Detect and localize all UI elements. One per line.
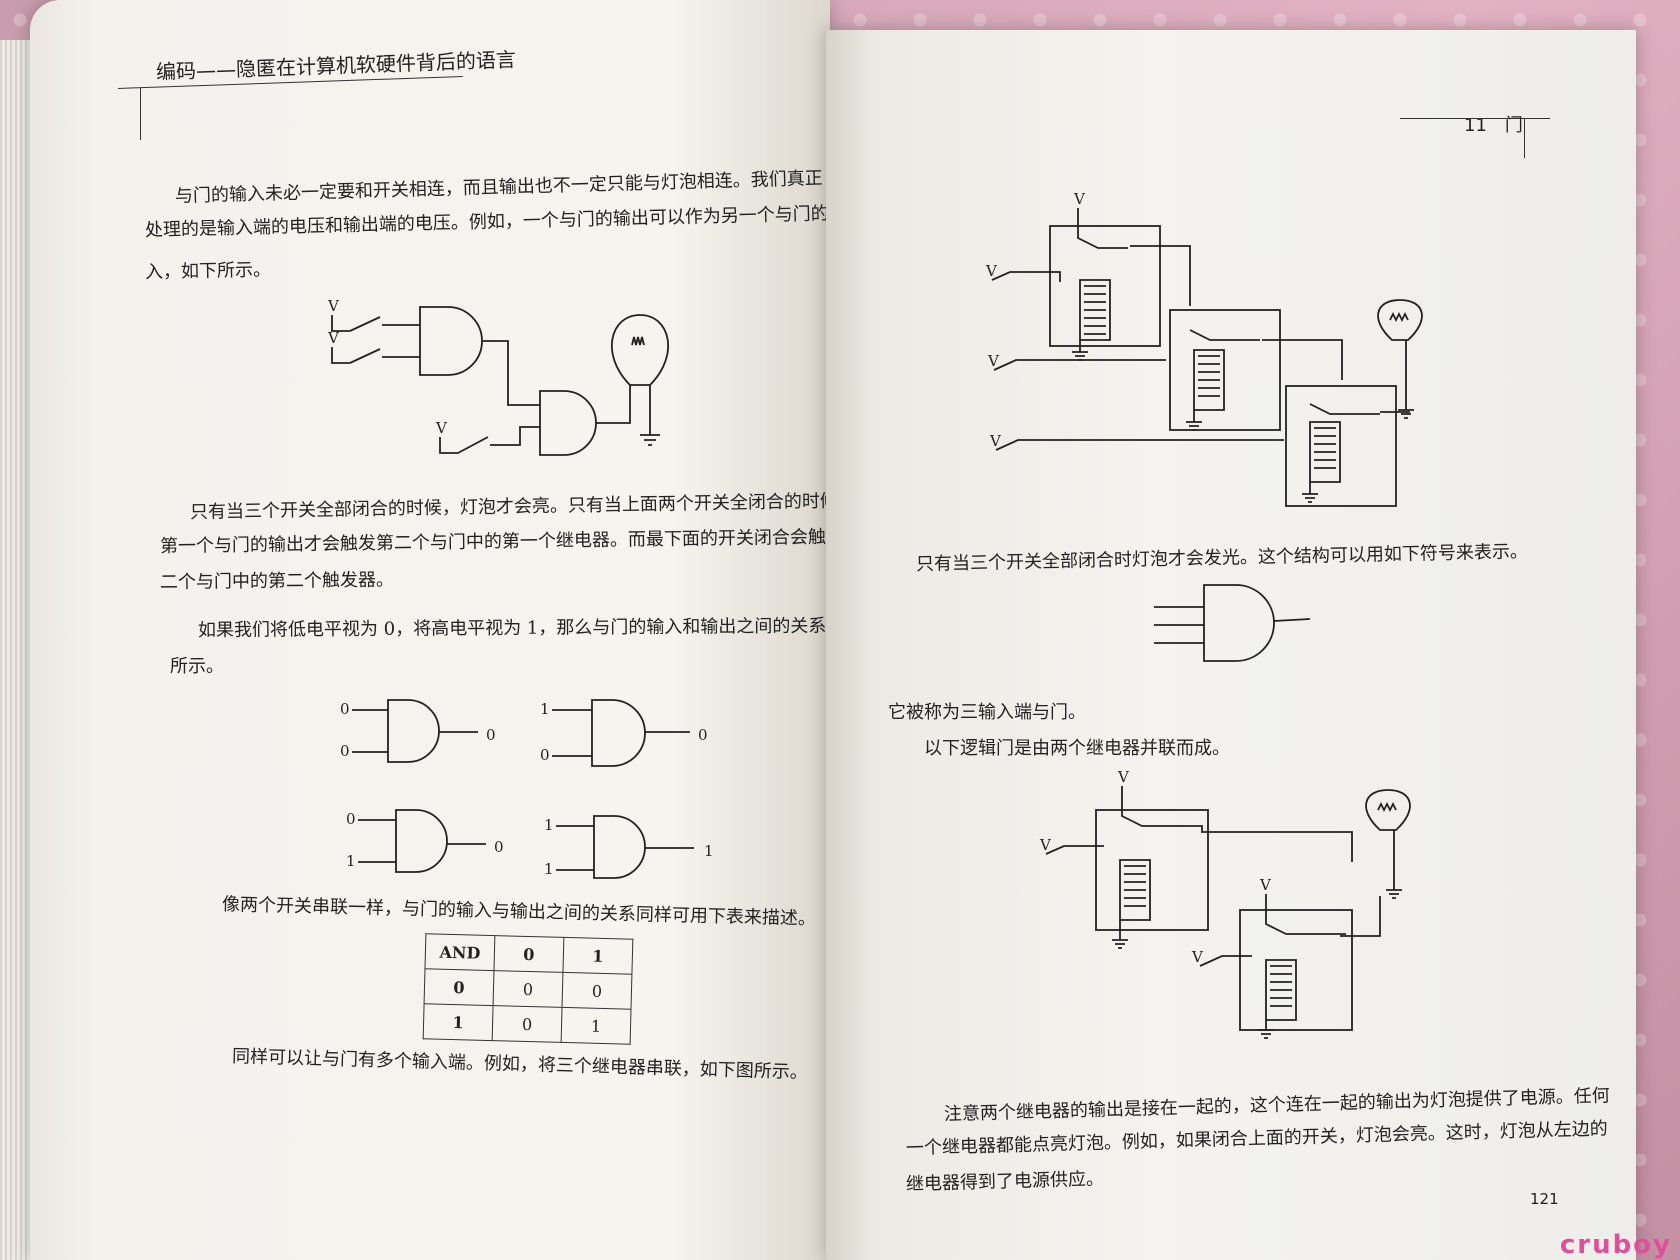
table-cell: 0 bbox=[492, 1005, 563, 1043]
and-gate-chain-diagram: V V V bbox=[327, 297, 669, 456]
relay-box-2 bbox=[1239, 909, 1353, 1031]
table-row: 1 0 1 bbox=[423, 1003, 632, 1045]
relay-box-2 bbox=[1169, 309, 1281, 431]
text-line: 入，如下所示。 bbox=[144, 259, 272, 283]
table-row: 0 0 0 bbox=[424, 968, 632, 1010]
and-gate-examples: 0 0 0 1 0 0 0 1 0 1 1 1 bbox=[340, 699, 714, 879]
and-gate-example-1: 0 0 0 bbox=[340, 699, 496, 763]
left-page bbox=[30, 0, 830, 1260]
three-input-and-gate-symbol bbox=[1154, 584, 1311, 662]
relay-box-3 bbox=[1285, 385, 1397, 507]
table-cell: 0 bbox=[493, 970, 563, 1008]
gate-input-1: 0 bbox=[340, 700, 350, 718]
left-para-2-line-3: 二个与门中的第二个触发器。 bbox=[159, 569, 395, 593]
gate-wire bbox=[482, 340, 540, 406]
right-para-2: 它被称为三输入端与门。 bbox=[888, 702, 1086, 723]
light-bulb-icon bbox=[1377, 299, 1423, 341]
ground-icon bbox=[1258, 1020, 1274, 1039]
voltage-label: V bbox=[1259, 876, 1272, 894]
relay-coil-2 bbox=[1265, 959, 1297, 1021]
voltage-label: V bbox=[327, 297, 340, 315]
table-cell: 1 bbox=[561, 1007, 632, 1045]
two-relay-parallel-diagram: V V V V bbox=[1039, 768, 1411, 1039]
switch-wire bbox=[439, 426, 540, 454]
voltage-label: V bbox=[327, 329, 340, 347]
table-row: AND 0 1 bbox=[424, 933, 633, 975]
ground-icon bbox=[1072, 340, 1088, 361]
table-corner: AND bbox=[424, 933, 495, 971]
and-gate-example-4: 1 1 1 bbox=[544, 815, 714, 879]
and-gate-1 bbox=[419, 306, 483, 376]
chapter-header: 11 门 bbox=[1464, 115, 1523, 136]
relay-coil-1 bbox=[1119, 859, 1151, 921]
gate-input-2: 0 bbox=[540, 746, 550, 764]
voltage-label: V bbox=[1039, 836, 1052, 854]
light-bulb-icon bbox=[611, 314, 669, 386]
ground-icon bbox=[1186, 410, 1202, 431]
left-para-1-line-3: 入，如下所示。 bbox=[145, 253, 272, 290]
table-col-header: 1 bbox=[562, 937, 633, 975]
gate-input-1: 1 bbox=[544, 816, 554, 834]
ground-icon bbox=[1112, 920, 1128, 949]
ground-icon bbox=[1398, 340, 1414, 419]
relay-box-1 bbox=[1049, 225, 1161, 347]
gate-input-2: 0 bbox=[340, 742, 350, 760]
right-para-3: 以下逻辑门是由两个继电器并联而成。 bbox=[924, 738, 1230, 759]
switch-wire bbox=[331, 347, 420, 364]
bulb-wire bbox=[596, 385, 631, 424]
left-para-3-line-1: 如果我们将低电平视为 0，将高电平视为 1，那么与门的输入和输出之间的关系如下 bbox=[197, 615, 863, 641]
ground-icon bbox=[640, 385, 660, 446]
left-para-3-line-2: 所示。 bbox=[170, 656, 224, 677]
and-gate-symbol bbox=[1154, 584, 1311, 662]
and-gate-symbol bbox=[352, 699, 478, 763]
switch-wire bbox=[331, 315, 420, 332]
gate-input-2: 1 bbox=[544, 860, 554, 878]
and-truth-table: AND 0 1 0 0 0 1 0 1 bbox=[423, 933, 634, 1045]
relay-box-1 bbox=[1095, 809, 1209, 931]
right-page bbox=[826, 30, 1636, 1260]
voltage-label: V bbox=[1191, 948, 1204, 966]
gate-input-1: 0 bbox=[346, 810, 356, 828]
voltage-label: V bbox=[989, 432, 1002, 450]
relay-wire bbox=[1045, 786, 1381, 967]
ground-icon bbox=[1386, 830, 1402, 899]
table-row-header: 0 bbox=[424, 968, 494, 1006]
and-gate-example-3: 0 1 0 bbox=[346, 809, 504, 873]
table-row-header: 1 bbox=[423, 1003, 494, 1041]
chapter-rule bbox=[1400, 118, 1550, 119]
and-gate-example-2: 1 0 0 bbox=[540, 699, 708, 767]
and-gate-symbol bbox=[556, 815, 694, 879]
relay-coil-3 bbox=[1309, 421, 1341, 483]
and-gate-2 bbox=[539, 390, 597, 456]
gate-output: 0 bbox=[494, 838, 504, 856]
gate-input-2: 1 bbox=[346, 852, 356, 870]
relay-coil-1 bbox=[1079, 279, 1111, 341]
voltage-label: V bbox=[435, 419, 448, 437]
voltage-label: V bbox=[1073, 190, 1086, 208]
watermark-text: cruboy bbox=[1559, 1230, 1672, 1260]
table-col-header: 0 bbox=[493, 935, 564, 973]
three-relay-series-diagram: V V V V bbox=[985, 190, 1423, 507]
table-cell: 0 bbox=[562, 972, 632, 1010]
and-gate-symbol bbox=[358, 809, 486, 873]
gate-input-1: 1 bbox=[540, 700, 550, 718]
voltage-label: V bbox=[985, 262, 998, 280]
gate-output: 1 bbox=[704, 842, 714, 860]
relay-wire bbox=[991, 208, 1410, 451]
and-gate-symbol bbox=[552, 699, 690, 767]
relay-coil-2 bbox=[1193, 349, 1225, 411]
voltage-label: V bbox=[1117, 768, 1130, 786]
right-para-4-line-3: 继电器得到了电源供应。 bbox=[905, 1168, 1105, 1195]
gate-output: 0 bbox=[486, 726, 496, 744]
gate-output: 0 bbox=[698, 726, 708, 744]
voltage-label: V bbox=[987, 352, 1000, 370]
ground-icon bbox=[1302, 482, 1318, 503]
light-bulb-icon bbox=[1365, 789, 1411, 831]
page-number: 121 bbox=[1530, 1190, 1559, 1208]
chapter-tick bbox=[1524, 118, 1525, 158]
header-tick bbox=[140, 88, 141, 140]
